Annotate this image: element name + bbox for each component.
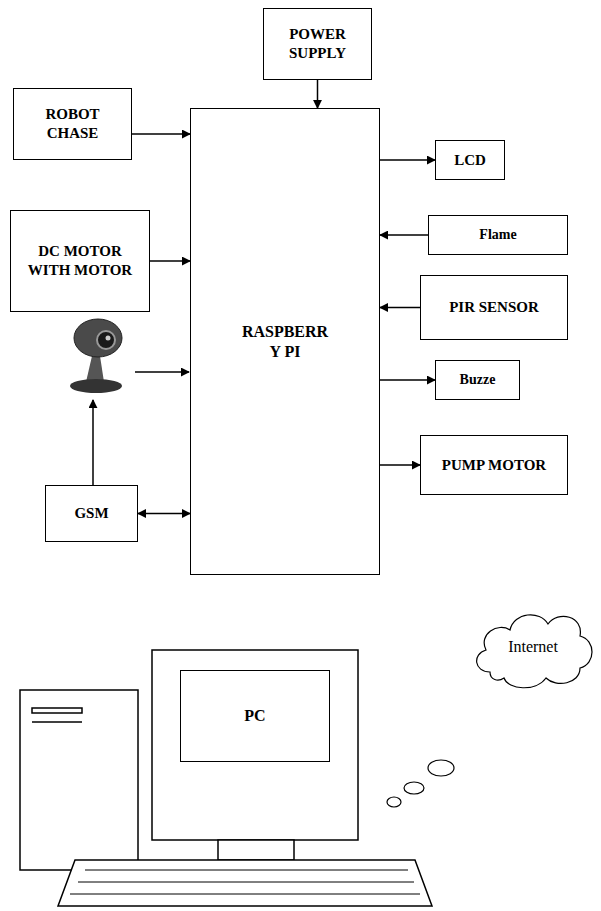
webcam-arrow (135, 371, 189, 373)
block-box: ROBOT CHASE (13, 88, 132, 160)
cloud-shape: Internet (468, 602, 598, 692)
connector-arrow (317, 80, 319, 108)
block-box: PUMP MOTOR (420, 435, 568, 495)
node-label: PC (244, 706, 265, 726)
computer-drawing (20, 650, 432, 906)
connector-arrow (150, 260, 190, 262)
block-box: RASPBERR Y PI (190, 108, 380, 575)
block-box: GSM (45, 485, 138, 542)
node-label: Buzze (460, 371, 496, 389)
connector-arrow (380, 464, 420, 466)
connector-arrow (380, 234, 428, 236)
connector-arrow (132, 133, 190, 135)
connector-arrow (380, 307, 420, 309)
node-label: PIR SENSOR (449, 298, 539, 317)
node-label: GSM (74, 504, 108, 523)
node-label: LCD (454, 151, 486, 170)
connector-arrow (380, 159, 435, 161)
node-label: Flame (479, 226, 516, 244)
node-label: POWER SUPPLY (268, 25, 367, 63)
gsm-to-webcam-arrow (92, 400, 94, 485)
block-box: DC MOTOR WITH MOTOR (10, 210, 150, 312)
node-label: ROBOT CHASE (18, 105, 127, 143)
block-box: Buzze (435, 360, 520, 400)
connector-arrow (380, 379, 435, 381)
thought-bubbles (387, 760, 454, 807)
block-box: PC (180, 670, 330, 762)
cloud-path (477, 615, 592, 688)
block-box: Flame (428, 215, 568, 255)
node-label: RASPBERR Y PI (235, 322, 335, 362)
node-label: DC MOTOR WITH MOTOR (25, 242, 135, 280)
node-label: Internet (508, 637, 558, 657)
webcam-icon (70, 319, 122, 393)
block-box: POWER SUPPLY (263, 8, 372, 80)
node-label: PUMP MOTOR (442, 456, 546, 475)
connector-arrow (138, 513, 190, 515)
block-box: PIR SENSOR (420, 275, 568, 340)
block-box: LCD (435, 140, 505, 180)
